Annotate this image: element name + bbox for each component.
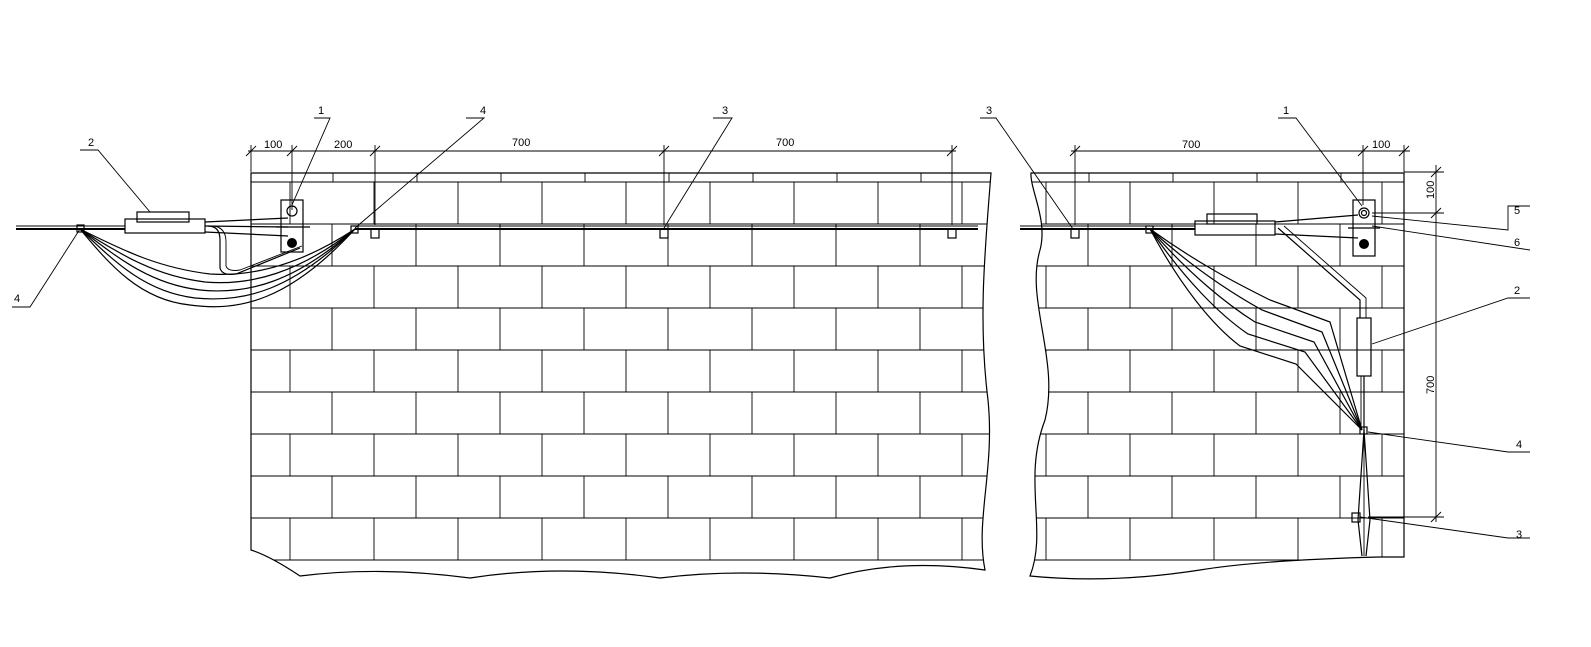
dim-label-left-100: 100 xyxy=(264,139,282,151)
dim-label-right-700: 700 xyxy=(1182,139,1200,151)
right-brick-wall xyxy=(1029,172,1405,580)
dim-label-vertical-100: 100 xyxy=(1425,181,1437,199)
left-brick-wall xyxy=(250,172,992,579)
callout-4-left-top: 4 xyxy=(480,105,486,117)
leader-lines xyxy=(12,117,1531,539)
callout-3-right-top: 3 xyxy=(986,105,992,117)
right-dimension-line xyxy=(1069,145,1444,523)
callout-5-right: 5 xyxy=(1514,205,1520,217)
callout-3-left: 3 xyxy=(722,105,728,117)
dim-label-left-200: 200 xyxy=(334,139,352,151)
dim-label-vertical-700: 700 xyxy=(1425,376,1437,394)
callout-4-left-bottom: 4 xyxy=(14,293,20,305)
callout-1-left: 1 xyxy=(318,105,324,117)
callout-4-right: 4 xyxy=(1516,439,1522,451)
left-dimension-line xyxy=(245,145,958,225)
callout-2-left: 2 xyxy=(88,137,94,149)
left-cable-assembly xyxy=(16,199,978,308)
dim-label-right-100: 100 xyxy=(1372,139,1390,151)
callout-3-right-bottom: 3 xyxy=(1516,529,1522,541)
dim-label-left-700a: 700 xyxy=(512,137,530,149)
right-cable-assembly xyxy=(1020,199,1380,557)
callout-2-right: 2 xyxy=(1514,285,1520,297)
dim-label-left-700b: 700 xyxy=(776,137,794,149)
callout-6-right: 6 xyxy=(1514,237,1520,249)
callout-1-right: 1 xyxy=(1283,105,1289,117)
